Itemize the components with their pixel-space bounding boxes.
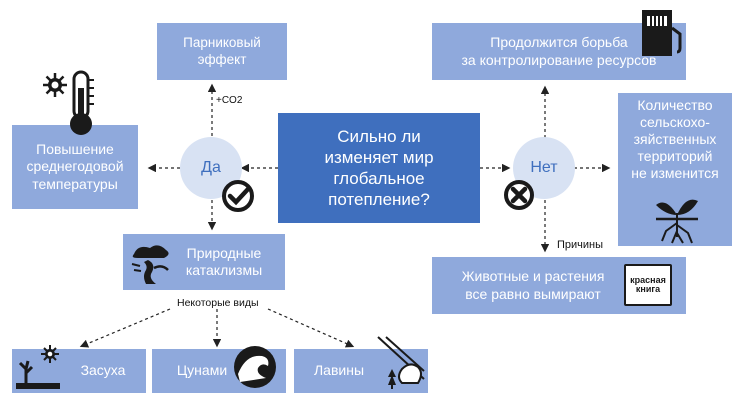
greenhouse-effect-text: Парниковый эффект [183, 35, 261, 67]
yes-label: Да [201, 159, 221, 176]
storm-tree-icon [128, 240, 174, 291]
tsunami-text: Цунами [176, 362, 228, 379]
thermometer-icon [64, 70, 98, 143]
some-types-label: Некоторые виды [177, 297, 259, 309]
avalanche-text: Лавины [313, 362, 365, 379]
temperature-text: Повышение среднегодовой температуры [26, 141, 124, 192]
extinction-text: Животные и растения все равно вымирают [461, 268, 605, 302]
drought-text: Засуха [80, 362, 126, 379]
fuel-pump-icon [640, 8, 686, 65]
co2-label: +CO2 [216, 95, 243, 106]
no-label: Нет [530, 159, 558, 176]
wave-icon [232, 344, 278, 395]
temperature-box: Повышение среднегодовой температуры [12, 125, 138, 209]
natural-disasters-text: Природные катаклизмы [185, 244, 263, 278]
resources-box: Продолжится борьба за контролирование ре… [432, 23, 686, 80]
drought-icon [14, 343, 64, 398]
plant-roots-icon [652, 193, 702, 250]
center-question-text: Сильно ли изменяет мир глобальное потепл… [324, 126, 434, 210]
reasons-label: Причины [557, 239, 604, 251]
resources-text: Продолжится борьба за контролирование ре… [461, 34, 657, 68]
farmland-text: Количество сельскохо- зяйственных террит… [631, 97, 719, 182]
cross-icon [502, 178, 536, 217]
red-book-icon: красная книга [624, 264, 672, 306]
yes-circle: Да [180, 137, 242, 199]
sun-gear-icon [42, 72, 68, 103]
avalanche-icon [376, 335, 426, 398]
red-book-text: красная книга [630, 274, 666, 294]
farmland-box: Количество сельскохо- зяйственных террит… [618, 93, 732, 246]
check-icon [220, 178, 256, 219]
center-question-box: Сильно ли изменяет мир глобальное потепл… [278, 113, 480, 223]
greenhouse-effect-box: Парниковый эффект [157, 23, 287, 80]
